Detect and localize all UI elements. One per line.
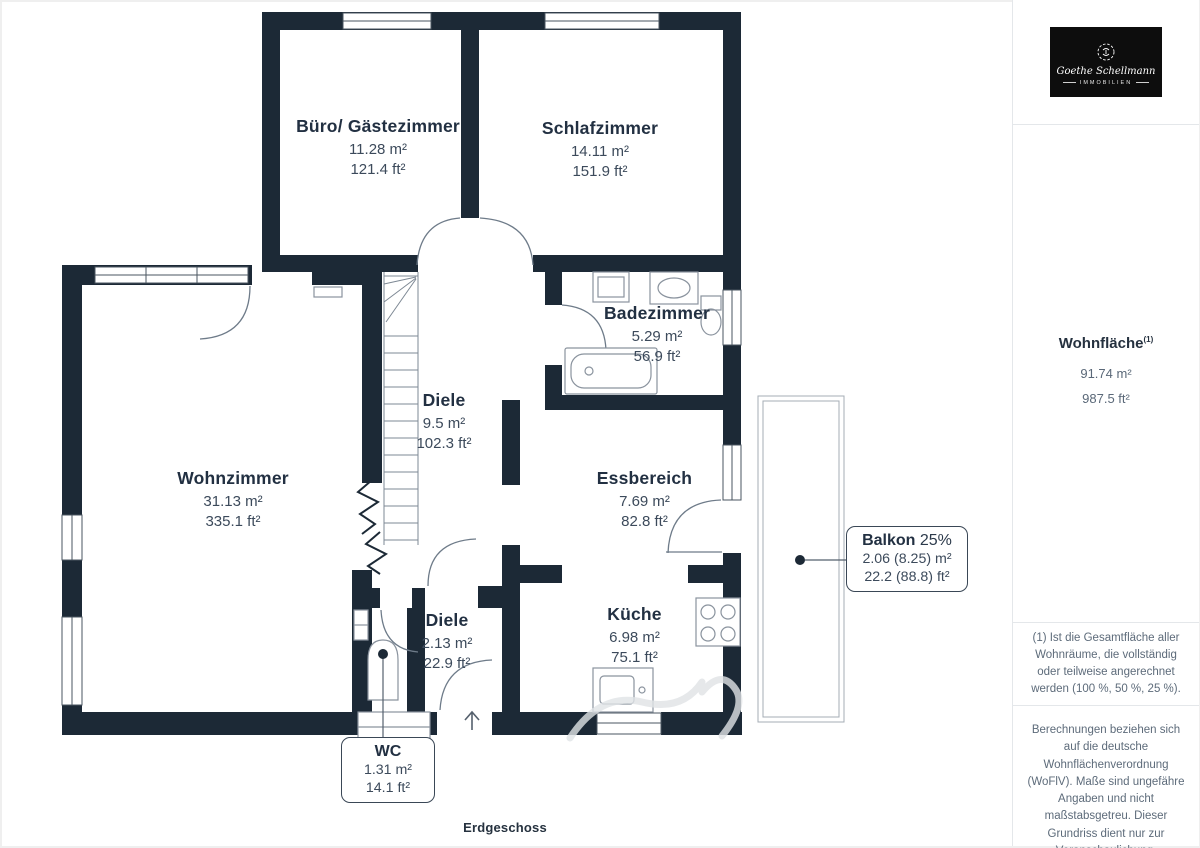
floorplan-canvas: Büro/ Gästezimmer 11.28 m² 121.4 ft² Sch… bbox=[61, 12, 968, 835]
window-left-1 bbox=[61, 514, 83, 561]
callout-leaders bbox=[378, 555, 846, 737]
window-left-2 bbox=[61, 616, 83, 706]
door-diele-small bbox=[427, 538, 477, 587]
wall-break-symbols bbox=[356, 479, 388, 575]
window-wohnzimmer-top bbox=[94, 266, 249, 284]
total-area-title: Wohnfläche(1) bbox=[1058, 335, 1154, 353]
door-badezimmer bbox=[561, 304, 607, 351]
giraffe-watermark-icon bbox=[566, 676, 743, 742]
footnote-1: (1) Ist die Gesamtfläche aller Wohnräume… bbox=[1013, 623, 1199, 706]
door-wc bbox=[380, 609, 419, 653]
door-balkon bbox=[667, 499, 722, 554]
door-wohnzimmer bbox=[199, 285, 251, 340]
doors bbox=[199, 217, 722, 711]
wc-leader-dot bbox=[378, 649, 388, 659]
bathroom-sink bbox=[649, 271, 699, 305]
total-area-m2: 91.74 m² bbox=[1080, 366, 1132, 382]
window-essbereich-right bbox=[722, 444, 742, 501]
door-entrance bbox=[439, 659, 493, 711]
total-area-ft2: 987.5 ft² bbox=[1082, 391, 1130, 406]
floor-title: Erdgeschoss bbox=[463, 820, 547, 835]
radiator bbox=[313, 286, 343, 298]
stove bbox=[695, 597, 741, 647]
toilet-bad bbox=[700, 295, 722, 336]
lion-crest-icon bbox=[1097, 43, 1115, 60]
footnote-2-section: Berechnungen beziehen sich auf die deuts… bbox=[1013, 706, 1199, 848]
footnote-2: Berechnungen beziehen sich auf die deuts… bbox=[1027, 724, 1185, 848]
total-area-section: Wohnfläche(1) 91.74 m² 987.5 ft² bbox=[1013, 125, 1199, 623]
windows bbox=[61, 12, 742, 735]
bathtub bbox=[564, 347, 658, 395]
logo-section: Goethe Schellmann IMMOBILIEN bbox=[1013, 0, 1199, 125]
callout-balkon: Balkon 25% 2.06 (8.25) m² 22.2 (88.8) ft… bbox=[846, 526, 968, 592]
window-bad-right bbox=[722, 289, 742, 346]
staircase bbox=[383, 272, 419, 545]
floorplan-drawing bbox=[61, 12, 846, 757]
brand-subtitle: IMMOBILIEN bbox=[1062, 80, 1150, 86]
brand-script: Goethe Schellmann bbox=[1056, 65, 1156, 77]
door-buero bbox=[416, 217, 461, 266]
door-schlafzimmer bbox=[479, 217, 534, 266]
balkon-leader-dot bbox=[795, 555, 805, 565]
agency-logo: Goethe Schellmann IMMOBILIEN bbox=[1050, 27, 1162, 97]
dash-right bbox=[1136, 82, 1150, 83]
dash-left bbox=[1062, 82, 1076, 83]
wc-sink bbox=[353, 609, 369, 641]
callout-wc: WC 1.31 m² 14.1 ft² bbox=[341, 737, 435, 803]
window-kueche-bottom bbox=[596, 712, 662, 735]
entrance-arrow-icon bbox=[464, 710, 480, 730]
window-schlafzimmer-top bbox=[544, 12, 660, 30]
info-panel: Goethe Schellmann IMMOBILIEN Wohnfläche(… bbox=[1012, 0, 1199, 848]
washing-machine bbox=[592, 271, 630, 303]
window-buero-top bbox=[342, 12, 432, 30]
